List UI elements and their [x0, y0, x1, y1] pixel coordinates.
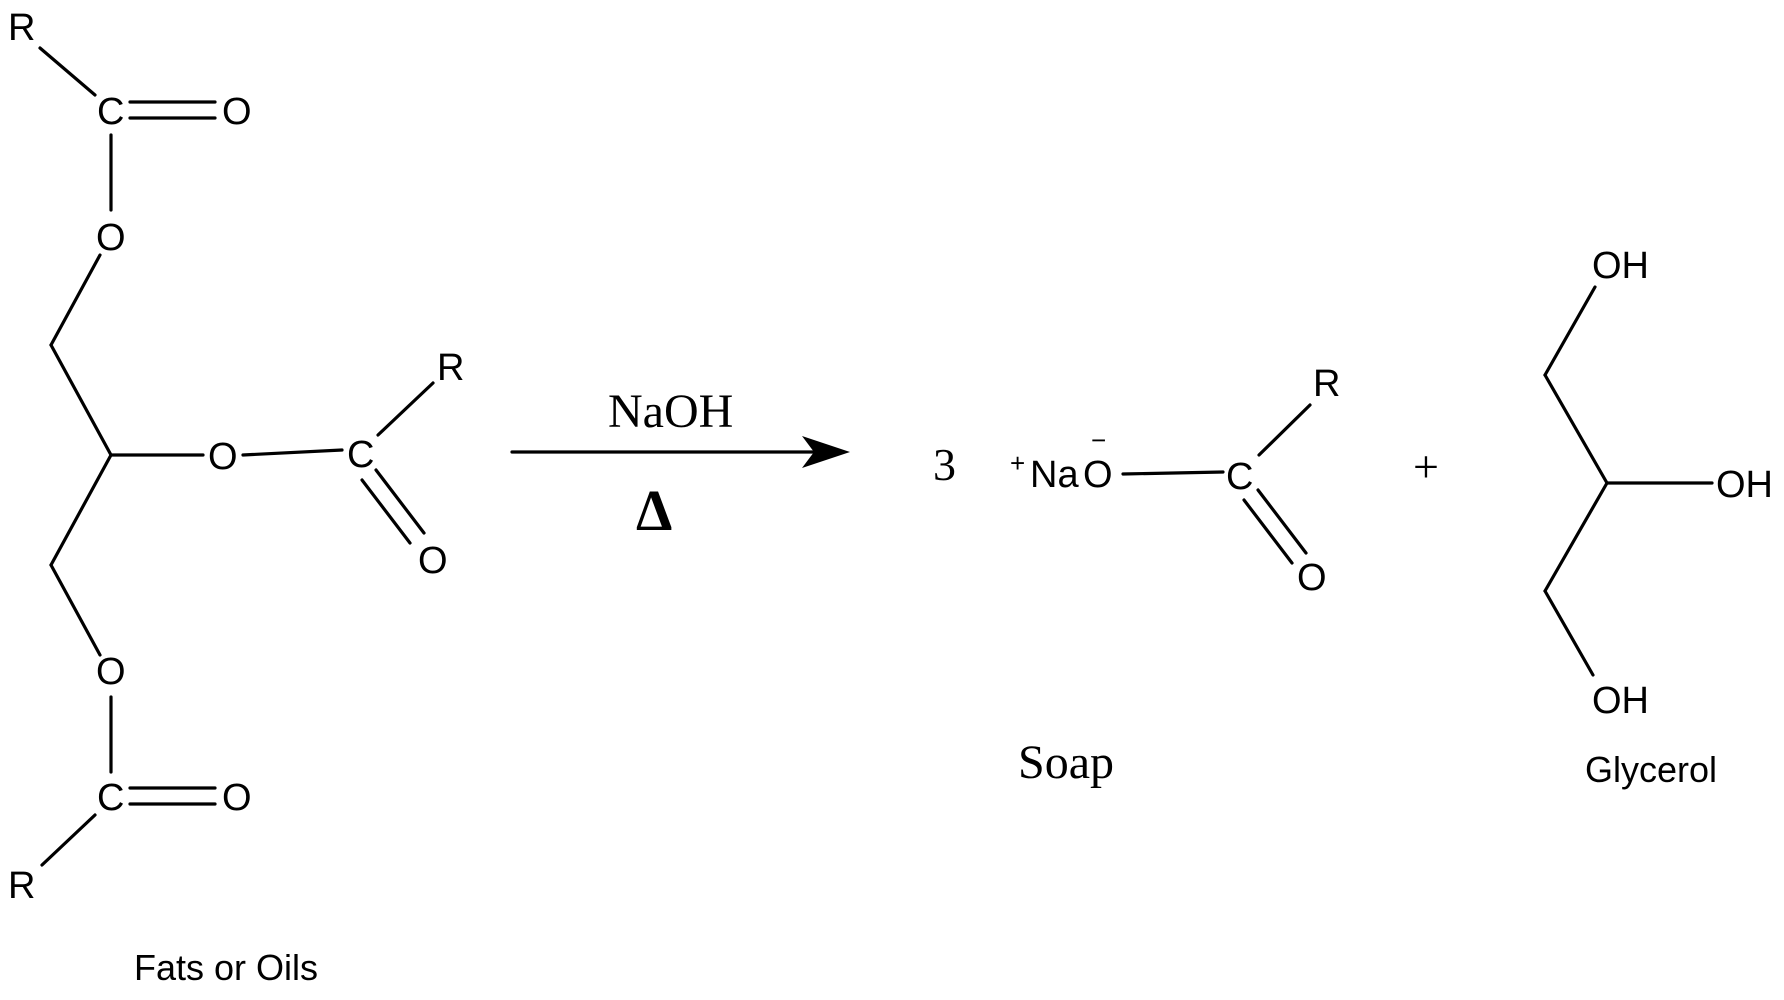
plus-sign: + [1413, 441, 1439, 492]
glycerol-structure: OH OH OH Glycerol [1543, 245, 1773, 790]
atom-c-top: C [97, 91, 124, 133]
atom-oh-top: OH [1592, 245, 1649, 287]
caption-fats-or-oils: Fats or Oils [134, 947, 318, 988]
bond-o-ch2-top [49, 253, 102, 347]
charge-minus: − [1091, 425, 1106, 455]
bond-r-c-top [38, 46, 97, 97]
arrow-head [802, 436, 850, 468]
atom-r-bot: R [8, 865, 35, 907]
charge-plus: + [1010, 448, 1025, 478]
soap-structure: 3 + Na O − C R O Soap [933, 363, 1340, 789]
bond-ch2-ch-top [49, 343, 113, 457]
atom-o-top-carbonyl: O [222, 91, 252, 133]
bond-ch2-ch [1543, 373, 1609, 485]
atom-r-top: R [8, 7, 35, 49]
atom-c-mid: C [347, 434, 374, 476]
bond-c-o-double-mid-1 [360, 478, 412, 545]
atom-na: Na [1030, 454, 1079, 496]
bond-oh-ch2-top [1543, 285, 1597, 377]
bond-c-r-mid [376, 381, 435, 437]
atom-o-top-ester: O [96, 217, 126, 259]
atom-c-bot: C [97, 777, 124, 819]
caption-soap: Soap [1018, 736, 1114, 789]
bond-c-r-bot [40, 813, 97, 867]
reaction-arrow: NaOH Δ [510, 385, 850, 543]
bond-o-c-mid [241, 448, 344, 457]
bond-c-o-double-soap-1 [1242, 498, 1294, 565]
atom-o-bot-carbonyl: O [222, 777, 252, 819]
atom-o-mid-carbonyl: O [418, 540, 448, 582]
bond-c-r-soap [1257, 403, 1312, 457]
atom-oh-bot: OH [1592, 680, 1649, 722]
triglyceride-structure: R C O O O C R O O C O R Fats or Oils [8, 7, 464, 988]
condition-heat: Δ [636, 478, 672, 543]
atom-r-soap: R [1313, 363, 1340, 405]
reagent-naoh: NaOH [608, 385, 733, 438]
bond-ch2-oh-bot [1543, 589, 1595, 677]
bond-o-c-soap [1121, 470, 1225, 476]
bond-c-o-double-mid-2 [374, 468, 426, 535]
atom-oh-mid: OH [1716, 464, 1773, 506]
soap-coefficient: 3 [933, 439, 956, 490]
atom-r-mid: R [437, 347, 464, 389]
atom-c-soap: C [1226, 456, 1253, 498]
atom-o-bot-ester: O [96, 651, 126, 693]
bond-ch-ch2-bot [49, 453, 113, 567]
atom-o-carbonyl-soap: O [1297, 557, 1327, 599]
atom-o-mid-ester: O [208, 436, 238, 478]
bond-c-o-double-soap-2 [1256, 488, 1308, 555]
bond-ch2-o-bot [49, 563, 102, 657]
atom-o-anion: O [1083, 454, 1113, 496]
caption-glycerol: Glycerol [1585, 749, 1717, 790]
bond-ch-ch2-bot [1543, 481, 1609, 593]
